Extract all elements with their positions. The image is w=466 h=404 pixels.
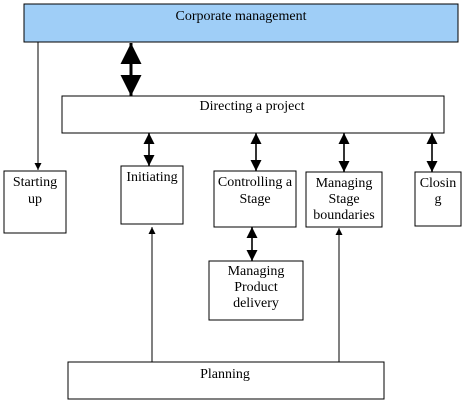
starting-up-label-line2: up bbox=[28, 192, 42, 207]
initiating-box: Initiating bbox=[120, 165, 184, 225]
starting-up-box: Starting up bbox=[3, 170, 67, 234]
controlling-stage-label-line1: Controlling a bbox=[218, 175, 293, 190]
initiating-label: Initiating bbox=[126, 170, 177, 185]
planning-label: Planning bbox=[200, 367, 250, 382]
managing-stage-boundaries-box: Managing Stage boundaries bbox=[305, 171, 383, 228]
closing-box: Closin g bbox=[414, 171, 462, 227]
planning-box: Planning bbox=[67, 361, 385, 400]
controlling-stage-box: Controlling a Stage bbox=[213, 170, 297, 228]
controlling-stage-label-line2: Stage bbox=[239, 192, 270, 207]
corporate-management-label: Corporate management bbox=[175, 9, 306, 24]
closing-label-line1: Closin bbox=[420, 176, 457, 191]
managing-product-delivery-box: Managing Product delivery bbox=[208, 260, 304, 321]
starting-up-label-line1: Starting bbox=[13, 175, 57, 190]
closing-label-line2: g bbox=[435, 192, 442, 207]
managing-stage-label-line1: Managing bbox=[316, 176, 373, 191]
corporate-management-box: Corporate management bbox=[23, 3, 459, 43]
managing-stage-label-line2: Stage bbox=[328, 192, 359, 207]
directing-project-box: Directing a project bbox=[61, 95, 445, 134]
product-delivery-label-line2: Product bbox=[234, 280, 278, 295]
product-delivery-label-line1: Managing bbox=[228, 264, 285, 279]
directing-project-label: Directing a project bbox=[200, 99, 305, 114]
product-delivery-label-line3: delivery bbox=[233, 296, 279, 311]
managing-stage-label-line3: boundaries bbox=[313, 208, 374, 223]
